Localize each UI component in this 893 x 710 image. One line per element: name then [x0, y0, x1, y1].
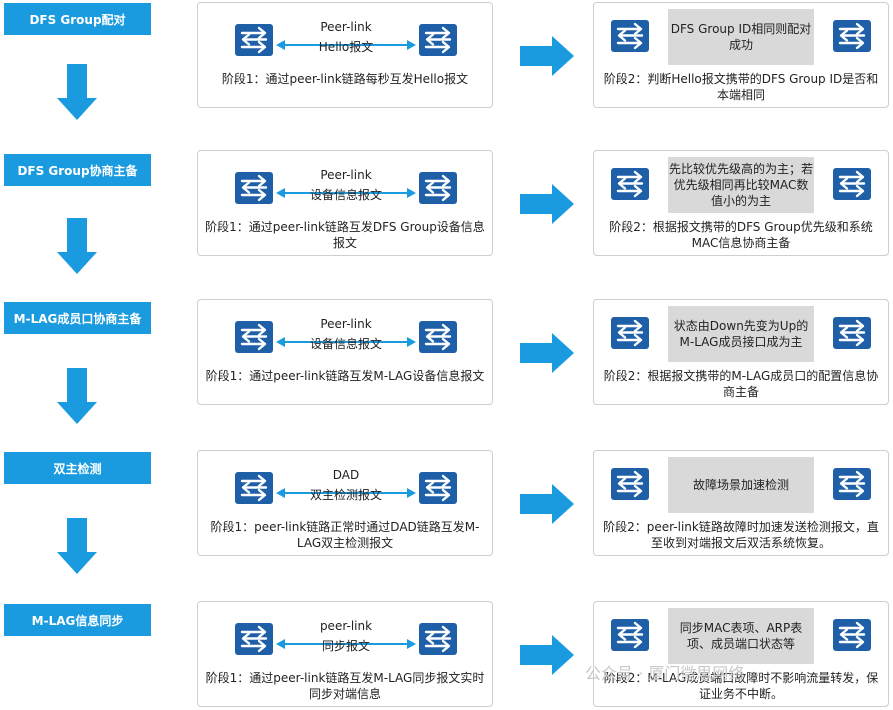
switch-icon	[418, 171, 458, 205]
switch-icon	[234, 471, 274, 505]
stage1-description: 阶段1：peer-link链路正常时通过DAD链路互发M-LAG双主检测报文	[210, 520, 480, 550]
link-line	[276, 35, 416, 50]
packet-label: 设备信息报文	[309, 337, 382, 351]
stage2-description: 阶段2：M-LAG成员端口故障时不影响流量转发，保证业务不中断。	[603, 671, 879, 701]
link-line	[276, 483, 416, 498]
packet-label: 同步报文	[321, 639, 370, 653]
switch-icon	[234, 171, 274, 205]
right-arrow-icon	[520, 333, 574, 373]
switch-icon	[234, 320, 274, 354]
link-label: Peer-link	[320, 168, 372, 182]
switch-icon	[832, 19, 872, 53]
stage1-description: 阶段1：通过peer-link链路每秒互发Hello报文	[221, 72, 469, 86]
switch-icon	[418, 622, 458, 656]
switch-icon	[610, 19, 650, 53]
stage2-description: 阶段2：peer-link链路故障时加速发送检测报文，直至收到对端报文后双活系统…	[603, 520, 879, 550]
switch-icon	[610, 618, 650, 652]
down-arrow-icon	[57, 64, 97, 120]
stage1-card: peer-link 同步报文阶段1：通过peer-link链路互发M-LAG同步报…	[197, 601, 493, 707]
result-box: 同步MAC表项、ARP表项、成员端口状态等	[668, 608, 814, 664]
result-box: 故障场景加速检测	[668, 457, 814, 513]
stage2-card: 同步MAC表项、ARP表项、成员端口状态等阶段2：M-LAG成员端口故障时不影响…	[593, 601, 889, 707]
link-line	[276, 634, 416, 649]
right-arrow-icon	[520, 184, 574, 224]
right-arrow-icon	[520, 36, 574, 76]
stage1-description: 阶段1：通过peer-link链路互发M-LAG同步报文实时同步对端信息	[205, 671, 485, 701]
step-label: M-LAG成员口协商主备	[4, 302, 151, 334]
switch-icon	[832, 167, 872, 201]
down-arrow-icon	[57, 368, 97, 424]
switch-icon	[610, 316, 650, 350]
down-arrow-icon	[57, 518, 97, 574]
stage2-card: 先比较优先级高的为主；若优先级相同再比较MAC数值小的为主阶段2：根据报文携带的…	[593, 150, 889, 256]
stage2-card: 故障场景加速检测阶段2：peer-link链路故障时加速发送检测报文，直至收到对…	[593, 450, 889, 556]
packet-label: 设备信息报文	[309, 188, 382, 202]
result-box: DFS Group ID相同则配对成功	[668, 9, 814, 65]
switch-icon	[418, 23, 458, 57]
packet-label: 双主检测报文	[309, 488, 382, 502]
switch-icon	[234, 622, 274, 656]
stage1-card: Peer-link 设备信息报文阶段1：通过peer-link链路互发DFS Gr…	[197, 150, 493, 256]
step-label: M-LAG信息同步	[4, 604, 151, 636]
stage2-card: DFS Group ID相同则配对成功阶段2：判断Hello报文携带的DFS G…	[593, 2, 889, 108]
result-box: 先比较优先级高的为主；若优先级相同再比较MAC数值小的为主	[668, 157, 814, 213]
switch-icon	[832, 316, 872, 350]
link-label: Peer-link	[320, 317, 372, 331]
link-label: Peer-link	[320, 20, 372, 34]
switch-icon	[418, 320, 458, 354]
right-arrow-icon	[520, 635, 574, 675]
stage2-description: 阶段2：根据报文携带的DFS Group优先级和系统MAC信息协商主备	[609, 220, 873, 250]
link-line	[276, 183, 416, 198]
stage2-description: 阶段2：根据报文携带的M-LAG成员口的配置信息协商主备	[603, 369, 879, 399]
down-arrow-icon	[57, 218, 97, 274]
step-label: DFS Group配对	[4, 3, 151, 35]
switch-icon	[832, 467, 872, 501]
switch-icon	[418, 471, 458, 505]
stage2-description: 阶段2：判断Hello报文携带的DFS Group ID是否和本端相同	[603, 72, 879, 102]
switch-icon	[610, 467, 650, 501]
step-label: DFS Group协商主备	[4, 154, 151, 186]
result-box: 状态由Down先变为Up的M-LAG成员接口成为主	[668, 306, 814, 362]
switch-icon	[234, 23, 274, 57]
step-label: 双主检测	[4, 452, 151, 484]
switch-icon	[610, 167, 650, 201]
switch-icon	[832, 618, 872, 652]
stage1-description: 阶段1：通过peer-link链路互发M-LAG设备信息报文	[205, 369, 485, 383]
stage1-card: Peer-link 设备信息报文阶段1：通过peer-link链路互发M-LAG设…	[197, 299, 493, 405]
packet-label: Hello报文	[318, 40, 374, 54]
stage2-card: 状态由Down先变为Up的M-LAG成员接口成为主阶段2：根据报文携带的M-LA…	[593, 299, 889, 405]
right-arrow-icon	[520, 484, 574, 524]
stage1-description: 阶段1：通过peer-link链路互发DFS Group设备信息报文	[205, 220, 485, 250]
link-label: peer-link	[319, 619, 373, 633]
link-label: DAD	[332, 468, 360, 482]
link-line	[276, 332, 416, 347]
stage1-card: DAD 双主检测报文阶段1：peer-link链路正常时通过DAD链路互发M-LA…	[197, 450, 493, 556]
